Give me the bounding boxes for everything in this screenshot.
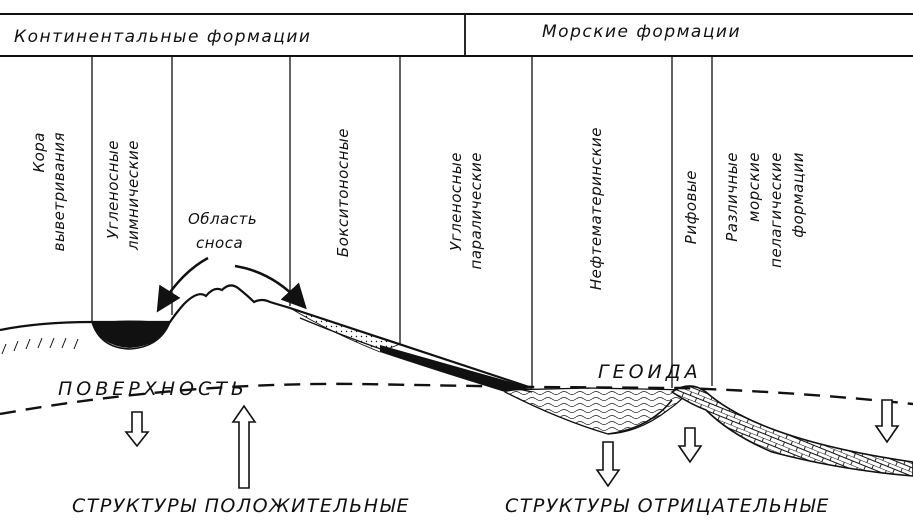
- erosion-area-label-1: Область: [188, 210, 257, 228]
- label-oil-source: Нефтематеринские: [587, 127, 605, 290]
- label-coal-limnic-1: Угленосные: [104, 140, 122, 239]
- geoid-line: [0, 382, 913, 416]
- label-pelagic-4: формации: [789, 152, 807, 238]
- arrow-down-3: [677, 427, 703, 464]
- movement-arrows: [124, 399, 900, 489]
- structures-positive-label: СТРУКТУРЫ ПОЛОЖИТЕЛЬНЫЕ: [72, 495, 410, 517]
- continental-header: Континентальные формации: [14, 27, 311, 47]
- label-pelagic-3: пелагические: [767, 152, 785, 268]
- column-labels: Кора выветривания Угленосные лимнические…: [30, 127, 807, 290]
- limnic-basin-fill: [92, 320, 170, 348]
- arrow-down-4: [874, 399, 900, 444]
- erosion-area-label-2: сноса: [196, 234, 243, 252]
- label-reef: Рифовые: [682, 170, 700, 244]
- geoid-geoid-label: ГЕОИДА: [598, 361, 702, 383]
- label-weathering-crust-2: выветривания: [50, 132, 68, 251]
- column-dividers: [91, 56, 713, 388]
- erosion-arrow-left: [156, 256, 209, 313]
- label-bauxite: Бокситоносные: [334, 128, 352, 257]
- arrow-down-1: [124, 411, 150, 448]
- label-pelagic-2: морские: [745, 152, 763, 222]
- label-coal-paralic-2: паралические: [467, 152, 485, 269]
- header-table: Континентальные формации Морские формаци…: [0, 13, 913, 57]
- erosion-area: Область сноса: [156, 210, 307, 313]
- geoid-surface-label: ПОВЕРХНОСТЬ: [58, 378, 248, 400]
- marine-header: Морские формации: [542, 22, 741, 42]
- terrain-profile: [0, 284, 913, 477]
- label-coal-paralic-1: Угленосные: [447, 152, 465, 251]
- structures-negative-label: СТРУКТУРЫ ОТРИЦАТЕЛЬНЫЕ: [505, 495, 830, 517]
- arrow-up-1: [231, 404, 257, 489]
- arrow-down-2: [595, 441, 621, 488]
- label-weathering-crust-1: Кора: [30, 132, 48, 173]
- label-coal-limnic-2: лимнические: [124, 140, 142, 251]
- erosion-arrow-right: [234, 264, 307, 310]
- label-pelagic-1: Различные: [723, 152, 741, 242]
